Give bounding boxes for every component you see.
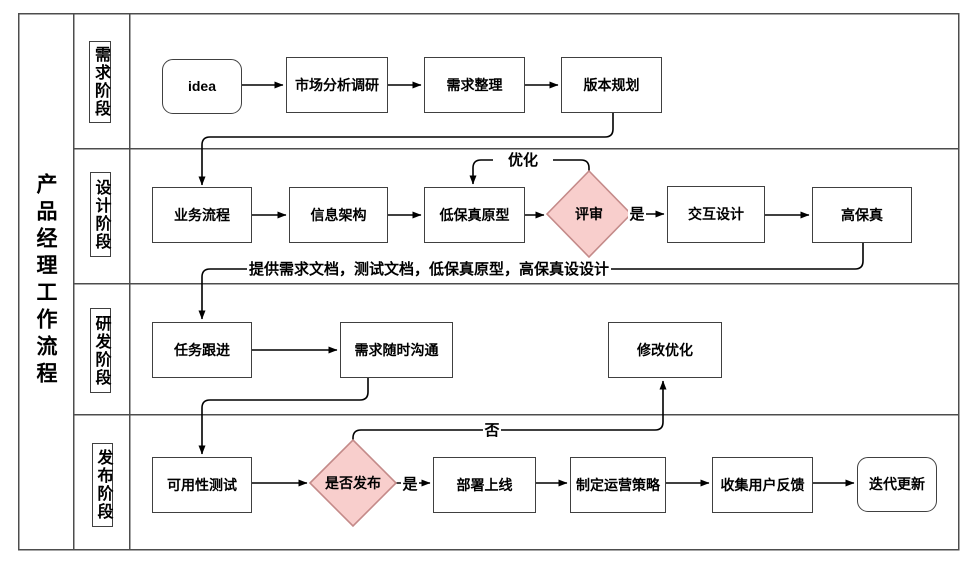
edge-label-review-yes: 是 [628, 205, 646, 223]
lane-label-design: 设计阶段 [90, 172, 111, 257]
edge-label-optimize: 优化 [493, 151, 553, 169]
edge-communication-to-usability [198, 378, 369, 455]
lane-label-release: 发布阶段 [92, 443, 113, 527]
edge-label-release-yes: 是 [401, 475, 419, 493]
lane-label-development: 研发阶段 [90, 308, 111, 393]
swimlane-frame [17, 12, 960, 551]
node-review-label: 评审 [575, 206, 603, 222]
diagram-title: 产品经理工作流程 [34, 173, 57, 389]
node-requirement-sorting: 需求整理 [424, 57, 525, 113]
node-lowfi-prototype: 低保真原型 [424, 187, 525, 243]
edge-hifi-to-tasktracking [198, 243, 864, 320]
edge-version-to-business [198, 113, 614, 186]
edge-label-release-no: 否 [483, 421, 501, 439]
node-modify-optimize: 修改优化 [608, 322, 722, 378]
node-task-tracking: 任务跟进 [152, 322, 252, 378]
decision-release-shape [308, 438, 398, 528]
node-information-architecture: 信息架构 [289, 187, 388, 243]
node-iterate-update: 迭代更新 [857, 457, 937, 512]
outer-border [17, 12, 960, 551]
node-version-planning: 版本规划 [561, 57, 662, 113]
node-idea: idea [162, 59, 242, 114]
node-operation-strategy: 制定运营策略 [570, 457, 666, 513]
node-business-process: 业务流程 [152, 187, 252, 243]
edge-label-handoff: 提供需求文档，测试文档，低保真原型，高保真设设计 [247, 261, 612, 278]
edge-release-no-to-modify [352, 380, 667, 440]
node-hifi: 高保真 [812, 187, 912, 243]
node-release-decision-label: 是否发布 [325, 475, 381, 491]
node-market-research: 市场分析调研 [286, 57, 388, 113]
node-usability-test: 可用性测试 [152, 457, 252, 513]
node-deploy-online: 部署上线 [433, 457, 536, 513]
lane-label-requirements: 需求阶段 [89, 41, 111, 123]
node-requirement-communication: 需求随时沟通 [340, 322, 453, 378]
node-collect-feedback: 收集用户反馈 [712, 457, 813, 513]
node-interaction-design: 交互设计 [667, 186, 765, 243]
